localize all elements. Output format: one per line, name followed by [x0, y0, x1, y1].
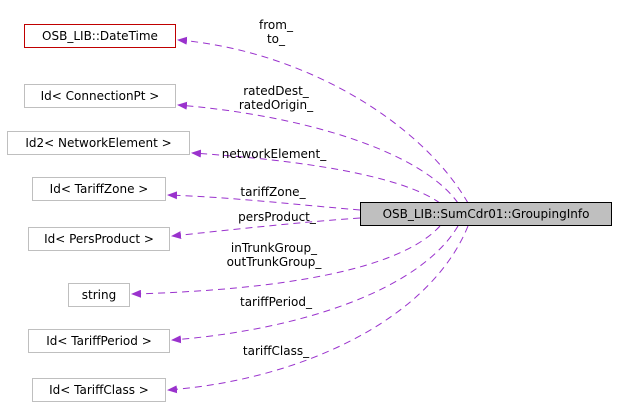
edge-label-rated-origin: ratedOrigin_ [238, 98, 314, 112]
edge-label-out-trunk-group: outTrunkGroup_ [226, 255, 322, 269]
node-connectionpt[interactable]: Id< ConnectionPt > [24, 84, 176, 108]
edge-label-rated-dest: ratedDest_ [243, 84, 309, 98]
edge-label-tariff-period: tariffPeriod_ [239, 295, 312, 309]
node-datetime[interactable]: OSB_LIB::DateTime [24, 24, 176, 48]
edge-tariffzone [167, 191, 361, 211]
edge-string [131, 225, 441, 298]
node-tariffclass[interactable]: Id< TariffClass > [32, 378, 166, 402]
edge-tariffclass [167, 225, 469, 394]
edge-label-network-element: networkElement_ [221, 147, 327, 161]
node-string[interactable]: string [68, 283, 130, 307]
edge-label-to: to_ [266, 32, 286, 46]
edge-tariffperiod [171, 225, 459, 344]
node-tariffperiod[interactable]: Id< TariffPeriod > [28, 329, 170, 353]
edge-label-tariff-class: tariffClass_ [242, 344, 310, 358]
edge-label-tariff-zone: tariffZone_ [240, 185, 306, 199]
node-networkelement[interactable]: Id2< NetworkElement > [7, 131, 190, 155]
edge-label-in-trunk-group: inTrunkGroup_ [230, 241, 318, 255]
node-tariffzone[interactable]: Id< TariffZone > [32, 177, 166, 201]
edge-datetime [177, 36, 469, 204]
node-persproduct[interactable]: Id< PersProduct > [28, 227, 170, 251]
edge-label-from: from_ [259, 18, 293, 32]
edge-label-pers-product: persProduct_ [238, 210, 316, 224]
edge-connectionpt [177, 101, 459, 204]
node-grouping-info[interactable]: OSB_LIB::SumCdr01::GroupingInfo [360, 202, 612, 226]
